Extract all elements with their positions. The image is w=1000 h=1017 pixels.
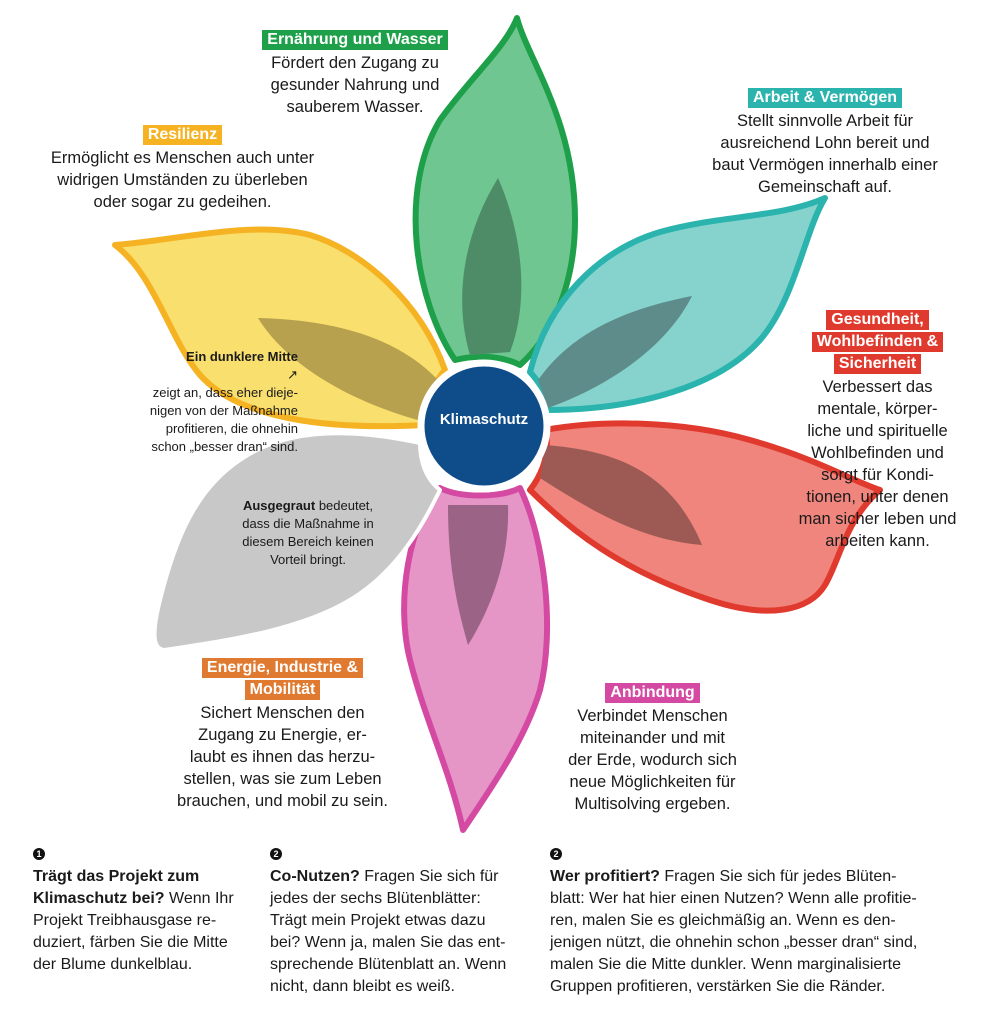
description-arbeit: Stellt sinnvolle Arbeit für ausreichend … — [712, 112, 938, 196]
petal-anbindung — [401, 485, 551, 833]
arrow-icon: ↗ — [287, 367, 298, 382]
petal-gesundheit — [527, 420, 883, 614]
petal-ernaehrung-center — [462, 178, 522, 355]
step-1-number: 1 — [33, 848, 45, 860]
step-2-number: 2 — [270, 848, 282, 860]
note-darker-center-text: zeigt an, dass eher dieje- nigen von der… — [149, 385, 298, 454]
petal-arbeit — [527, 195, 828, 413]
heading-resilienz: Resilienz — [142, 125, 223, 145]
note-darker-center: Ein dunklere Mitte ↗ zeigt an, dass eher… — [110, 330, 298, 474]
step-3-question: Wer profitiert? — [550, 868, 660, 885]
petal-energie — [152, 431, 442, 652]
label-arbeit: Arbeit & Vermögen Stellt sinnvolle Arbei… — [695, 88, 955, 198]
petal-gesundheit-center — [540, 445, 702, 545]
flower-diagram — [112, 15, 883, 833]
heading-gesundheit-line-1: Gesundheit, — [826, 310, 929, 330]
center-circle — [417, 359, 551, 493]
petal-resilienz-center — [258, 318, 438, 422]
petal-resilienz — [112, 226, 448, 430]
heading-arbeit: Arbeit & Vermögen — [747, 88, 903, 108]
description-resilienz: Ermöglicht es Menschen auch unter widrig… — [50, 149, 315, 211]
petal-arbeit-center — [538, 296, 692, 408]
label-anbindung: Anbindung Verbindet Menschen miteinander… — [545, 683, 760, 815]
label-ernaehrung: Ernährung und Wasser Fördert den Zugang … — [245, 30, 465, 118]
label-gesundheit: Gesundheit, Wohlbefinden & Sicherheit Ve… — [785, 310, 970, 552]
label-resilienz: Resilienz Ermöglicht es Menschen auch un… — [30, 125, 335, 213]
step-3-number: 2 — [550, 848, 562, 860]
step-3: 2 Wer profitiert? Fragen Sie sich für je… — [550, 842, 970, 998]
petal-energie-shape — [152, 431, 442, 652]
step-1-text: Wenn Ihr Projekt Treibhausgase re- duzie… — [33, 890, 234, 973]
heading-gesundheit-line-2: Wohlbefinden & — [811, 332, 944, 352]
note-greyed-out-text: bedeutet, dass die Maßnahme in diesem Be… — [242, 498, 374, 567]
petal-ernaehrung — [412, 15, 578, 368]
note-darker-center-bold: Ein dunklere Mitte — [186, 349, 298, 364]
step-3-text: Fragen Sie sich für jedes Blüten- blatt:… — [550, 868, 918, 995]
heading-anbindung: Anbindung — [605, 683, 700, 703]
heading-gesundheit-line-3: Sicherheit — [833, 354, 922, 374]
step-2-question: Co-Nutzen? — [270, 868, 360, 885]
center-label: Klimaschutz — [439, 411, 529, 428]
description-gesundheit: Verbessert das mentale, körper- liche un… — [798, 378, 957, 550]
note-greyed-out-bold: Ausgegraut — [242, 498, 316, 513]
step-1: 1 Trägt das Projekt zum Klimaschutz bei?… — [33, 842, 248, 976]
description-ernaehrung: Fördert den Zugang zu gesunder Nahrung u… — [270, 54, 440, 116]
heading-ernaehrung: Ernährung und Wasser — [262, 30, 448, 50]
petal-anbindung-shape — [401, 485, 551, 833]
heading-energie-line-1: Energie, Industrie & — [201, 658, 364, 678]
description-anbindung: Verbindet Menschen miteinander und mit d… — [568, 707, 737, 813]
label-energie: Energie, Industrie & Mobilität Sichert M… — [170, 658, 395, 812]
step-1-question: Trägt das Projekt zum Klimaschutz bei? — [33, 868, 200, 907]
petal-anbindung-center — [448, 505, 509, 645]
description-energie: Sichert Menschen den Zugang zu Energie, … — [177, 704, 388, 810]
heading-energie-line-2: Mobilität — [244, 680, 321, 700]
note-greyed-out: Ausgegraut bedeutet, dass die Maßnahme i… — [208, 497, 408, 569]
step-2-text: Fragen Sie sich für jedes der sechs Blüt… — [270, 868, 507, 995]
step-2: 2 Co-Nutzen? Fragen Sie sich für jedes d… — [270, 842, 525, 998]
